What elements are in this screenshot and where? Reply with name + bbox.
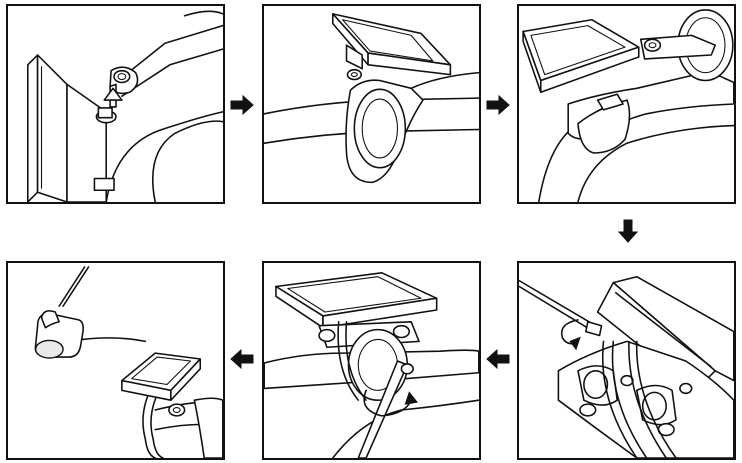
- step-5-illustration: [264, 272, 479, 458]
- step-6-panel: [6, 261, 225, 460]
- step-1-illustration: [27, 10, 223, 202]
- arrow-right-icon: [229, 92, 255, 118]
- step-5-panel: [262, 261, 481, 460]
- step-4-illustration: [519, 275, 734, 458]
- step-3-panel: [517, 4, 736, 204]
- step-4-panel: [517, 261, 736, 460]
- step-2-illustration: [264, 13, 479, 184]
- arrow-left-icon: [485, 346, 511, 372]
- step-6-illustration: [34, 266, 223, 458]
- step-1-panel: [6, 4, 225, 204]
- arrow-left-icon: [229, 346, 255, 372]
- step-2-panel: [262, 4, 481, 204]
- step-3-illustration: [522, 9, 734, 202]
- arrow-right-icon: [485, 92, 511, 118]
- arrow-down-icon: [615, 218, 641, 244]
